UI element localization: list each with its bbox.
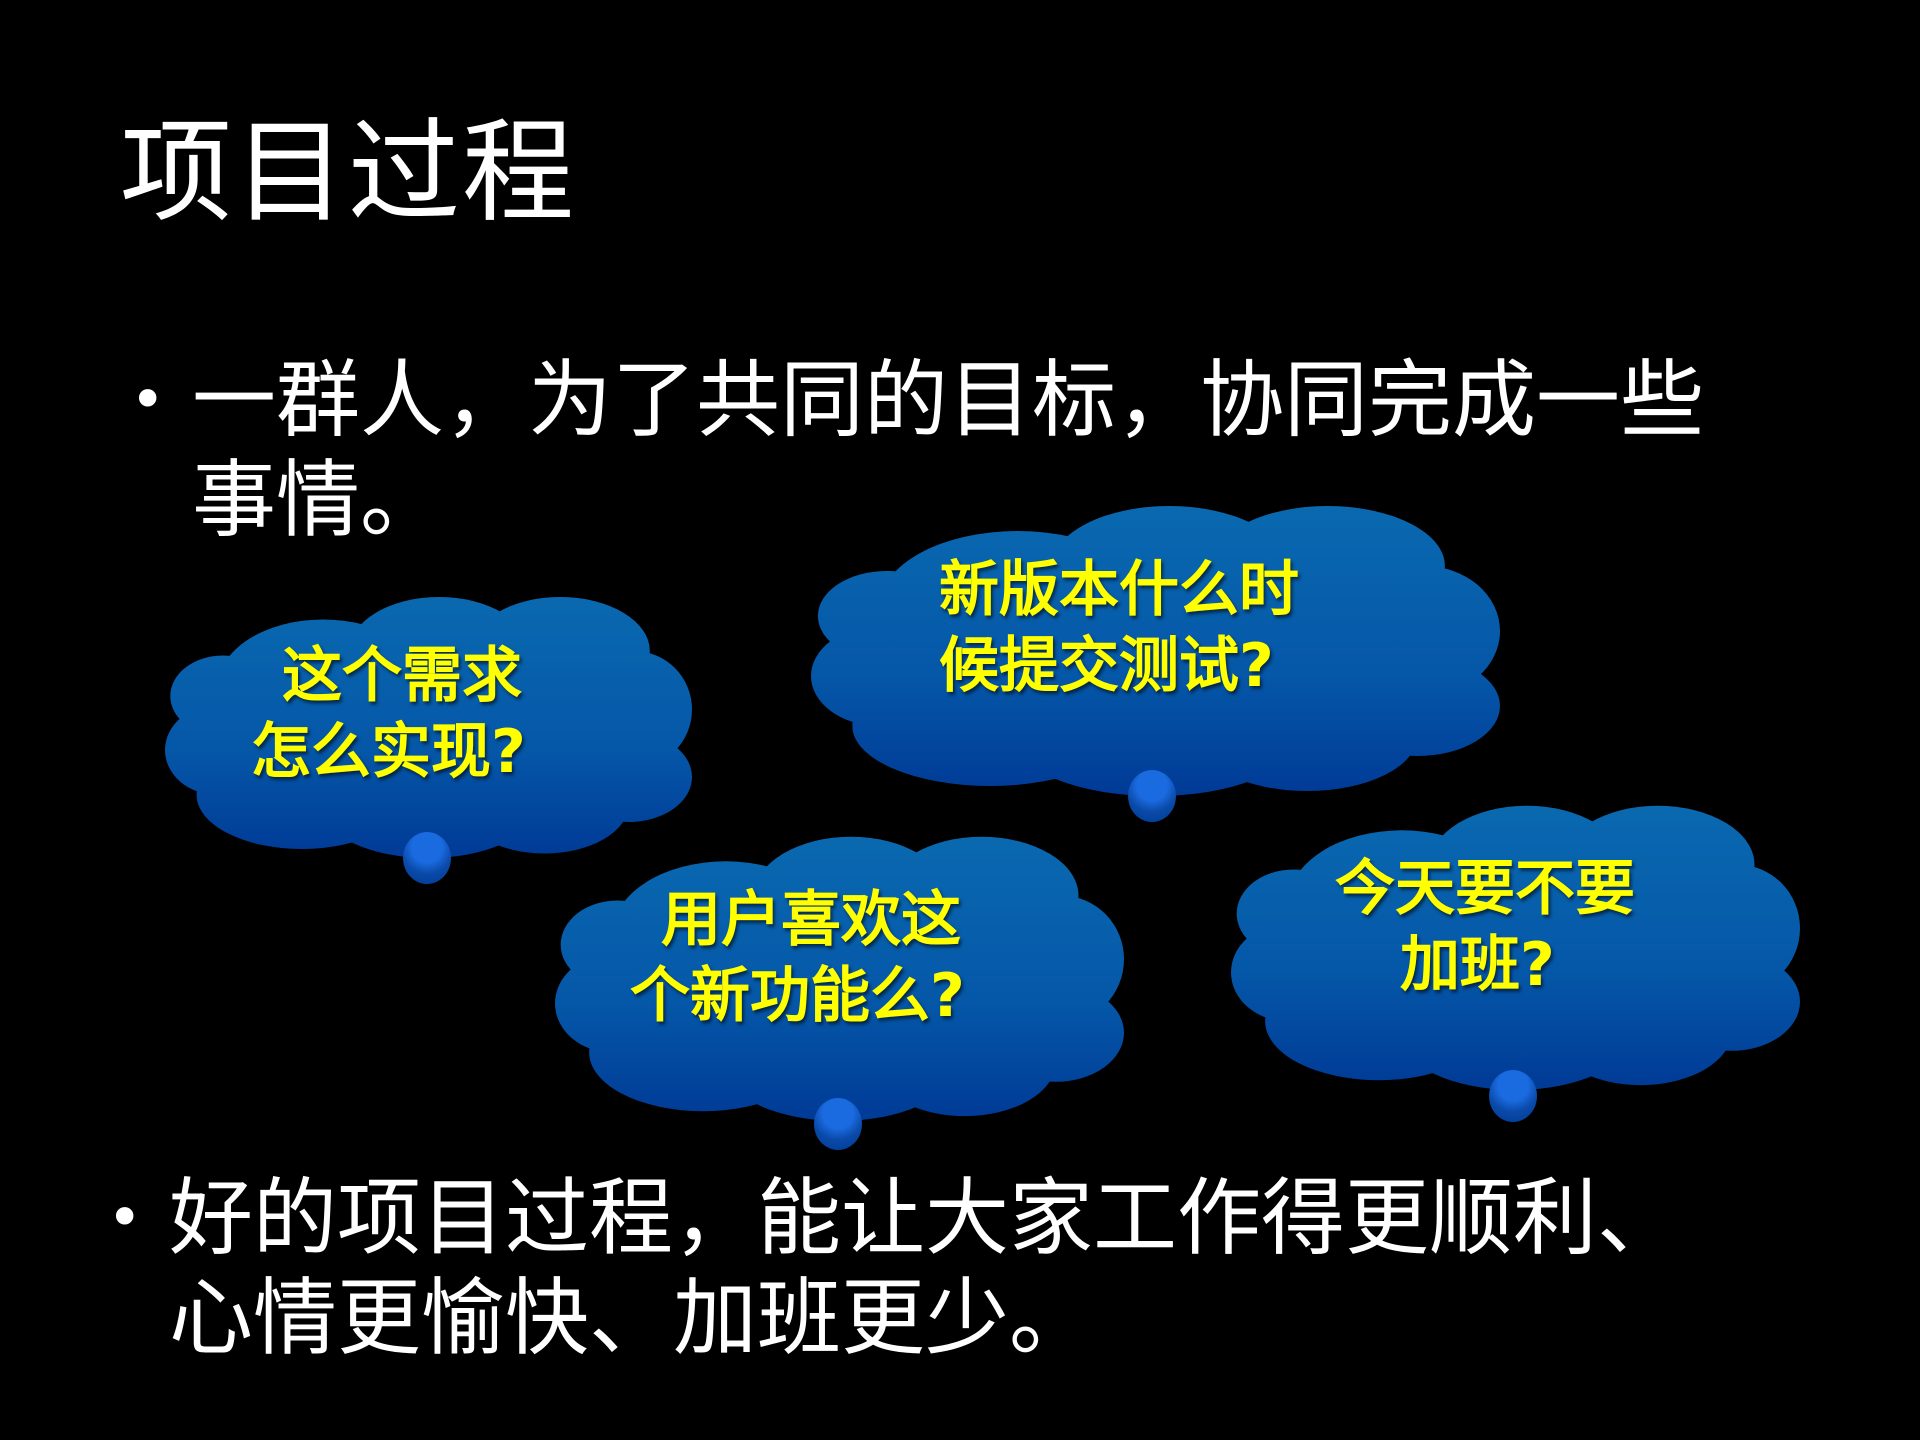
cloud-1-line-1: 这个需求 [282, 641, 522, 711]
bullet-1-line-1: 一群人，为了共同的目标，协同完成一些 [192, 351, 1705, 449]
slide-title: 项目过程 [120, 108, 576, 238]
bullet-1: • 一群人，为了共同的目标，协同完成一些 事情。 [130, 350, 1752, 550]
bullet-2: • 好的项目过程，能让大家工作得更顺利、 心情更愉快、加班更少。 [107, 1168, 1769, 1368]
cloud-2-text: 新版本什么时 候提交测试? [939, 552, 1299, 704]
bullet-dot: • [107, 1183, 143, 1253]
cloud-4-text: 今天要不要 加班? [1335, 851, 1635, 1003]
thought-bubble-3 [814, 1098, 862, 1150]
cloud-1-text: 这个需求 怎么实现? [251, 638, 526, 790]
cloud-3-line-1: 用户喜欢这 [661, 885, 961, 955]
bullet-1-line-2: 事情。 [192, 451, 445, 549]
thought-bubble-4 [1489, 1070, 1537, 1122]
cloud-1-line-2: 怎么实现? [251, 717, 526, 787]
bullet-2-line-1: 好的项目过程，能让大家工作得更顺利、 [169, 1169, 1682, 1267]
thought-bubble-1 [403, 832, 451, 884]
thought-bubble-2 [1128, 770, 1176, 822]
bullet-dot: • [130, 365, 166, 435]
cloud-3-text: 用户喜欢这 个新功能么? [630, 882, 965, 1034]
cloud-2-line-2: 候提交测试? [939, 631, 1274, 701]
bullet-2-line-2: 心情更愉快、加班更少。 [169, 1269, 1094, 1367]
cloud-4-line-1: 今天要不要 [1335, 854, 1635, 924]
cloud-3-line-2: 个新功能么? [630, 961, 965, 1031]
cloud-2-line-1: 新版本什么时 [939, 555, 1299, 625]
cloud-4-line-2: 加班? [1400, 930, 1555, 1000]
